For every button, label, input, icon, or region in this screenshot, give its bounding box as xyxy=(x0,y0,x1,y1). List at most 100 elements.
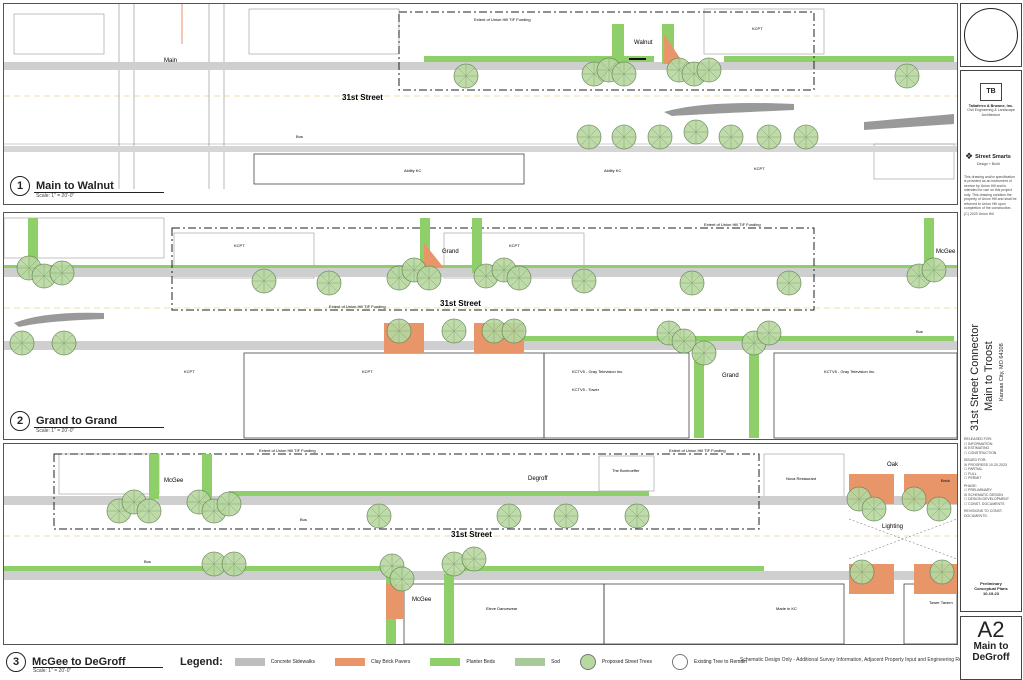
project-location: Kansas City, MO 64108 xyxy=(999,343,1005,401)
project-subtitle: Main to Troost xyxy=(983,341,995,411)
building-label-ability-kc: Ability KC xyxy=(604,168,621,173)
preliminary-stamp: Preliminary Conceptual Plans 10-19-23 xyxy=(974,581,1008,596)
copyright-text: (C) 2023 Union Hill xyxy=(964,211,994,216)
lighting-label: Lighting xyxy=(882,524,903,530)
building-label-bonhoeffer: The Bonhoeffer xyxy=(612,468,640,473)
building-label-ability-kc: Ability KC xyxy=(404,168,421,173)
disclaimer-text: This drawing and/or specification is pro… xyxy=(964,174,1017,211)
building-label-tower-tavern: Tower Tavern xyxy=(929,600,953,605)
legend-label: Proposed Street Trees xyxy=(601,659,652,665)
building-label-kcpt: KCPT xyxy=(234,243,245,248)
schematic-note: Schematic Design Only - Additional Surve… xyxy=(740,657,978,663)
tif-extent-label: Extent of Union Hill TIF Funding xyxy=(669,448,726,453)
street-name-mcgee: McGee xyxy=(412,597,432,603)
legend: Legend: Concrete Sidewalks Clay Brick Pa… xyxy=(180,654,747,670)
legend-label: Clay Brick Pavers xyxy=(370,659,411,665)
panel-scale: Scale: 1" = 20'-0" xyxy=(33,668,72,674)
issue-item: ☒ PROGRESS 10-20-2023 xyxy=(964,462,1007,467)
building-label-eleve: Eleve Dancewear xyxy=(486,606,518,611)
release-item: ☒ ESTIMATING xyxy=(964,446,990,450)
revisions-heading: REVISIONS TO CONST. DOCUMENTS: xyxy=(964,509,1003,518)
panel-title: McGee to DeGroff xyxy=(32,656,126,668)
project-title: 31st Street Connector xyxy=(969,323,981,431)
street-name-degroff: Degroff xyxy=(528,476,548,482)
sheet-title-line1: Main to xyxy=(973,641,1009,652)
release-info: RELEASED FOR: ☐ INFORMATION ☒ ESTIMATING… xyxy=(964,437,1018,518)
panel-title-block: 1 Main to Walnut xyxy=(10,176,114,196)
partner-name: Street Smarts xyxy=(975,153,1011,160)
phase-item: ☐ PRELIMINARY xyxy=(964,488,992,492)
bus-stop-label: Bus xyxy=(300,517,307,522)
street-name-main: Main xyxy=(164,58,177,64)
building-label-kcpt: KCPT xyxy=(509,243,520,248)
firm-logo-icon: TB xyxy=(980,83,1002,101)
tif-extent-label: Extent of Union Hill TIF Funding xyxy=(259,448,316,453)
building-label-nova: Nova Restaurant xyxy=(786,476,817,481)
panel-title: Main to Walnut xyxy=(36,180,114,192)
site-plan-drawing: 31st Street Main Walnut Extent of Union … xyxy=(4,4,957,189)
released-for-heading: RELEASED FOR: xyxy=(964,437,993,441)
building-label-kcpt: KCPT xyxy=(184,369,195,374)
building-label-kctv5-tower: KCTV5 - Tower xyxy=(572,387,600,392)
street-name-31st: 31st Street xyxy=(342,93,383,102)
partner-subtitle: Design + Build xyxy=(977,162,1000,166)
sheet-title-line2: DeGroff xyxy=(972,652,1010,663)
legend-label: Sod xyxy=(551,659,560,665)
release-item: ☐ CONSTRUCTION xyxy=(964,450,997,455)
street-name-31st: 31st Street xyxy=(451,530,492,539)
street-name-31st: 31st Street xyxy=(440,299,481,308)
tif-extent-label: Extent of Union Hill TIF Funding xyxy=(474,17,531,22)
street-name-mcgee: McGee xyxy=(164,478,184,484)
plan-panel-grand-to-grand: 31st Street Grand Grand McGee Extent of … xyxy=(3,212,958,440)
street-name-mcgee: McGee xyxy=(936,249,956,255)
tif-extent-label: Extent of Union Hill TIF Funding xyxy=(704,222,761,227)
panel-scale: Scale: 1" = 20'-0" xyxy=(36,428,75,434)
building-label-kctv5: KCTV5 - Gray Television Inc. xyxy=(572,369,623,374)
plan-panel-mcgee-to-degroff: 31st Street McGee McGee Degroff Oak Ligh… xyxy=(3,443,958,645)
brick-label: Brick xyxy=(941,478,950,483)
street-name-grand: Grand xyxy=(442,249,459,255)
building-label-kcpt: KCPT xyxy=(362,369,373,374)
legend-swatch-sod xyxy=(515,658,546,666)
legend-label: Planter Beds xyxy=(466,659,496,665)
building-label-made-in-kc: Made in KC xyxy=(776,606,797,611)
street-name-oak: Oak xyxy=(887,462,899,468)
phase-item: ☐ DESIGN DEVELOPMENT xyxy=(964,497,1009,501)
site-plan-drawing: 31st Street Grand Grand McGee Extent of … xyxy=(4,217,957,439)
phase-item: ☒ SCHEMATIC DESIGN xyxy=(964,492,1003,497)
firm-name: Taliaferro & Browne, Inc. xyxy=(968,104,1014,108)
phase-heading: PHASE: xyxy=(964,483,977,488)
issue-item: ☐ PARTIAL xyxy=(964,467,983,471)
existing-tree-icon xyxy=(672,654,688,670)
panel-number: 3 xyxy=(6,652,26,672)
sheet-number: A2 xyxy=(977,617,1005,642)
legend-swatch-concrete xyxy=(234,658,265,666)
site-plan-drawing: 31st Street McGee McGee Degroff Oak Ligh… xyxy=(4,448,957,644)
issued-for-heading: ISSUED FOR: xyxy=(964,458,987,462)
legend-label: Concrete Sidewalks xyxy=(270,659,315,665)
plan-panel-main-to-walnut: 31st Street Main Walnut Extent of Union … xyxy=(3,3,958,205)
partner-logo: ❖ Street Smarts xyxy=(965,151,1021,162)
legend-swatch-planter xyxy=(430,658,461,666)
title-block: TB Taliaferro & Browne, Inc. Civil Engin… xyxy=(960,70,1022,612)
phase-item: ☐ CONST. DOCUMENTS xyxy=(964,501,1005,506)
proposed-tree-icon xyxy=(579,654,596,670)
panel-title-block: 2 Grand to Grand xyxy=(10,411,117,431)
panel-scale: Scale: 1" = 20'-0" xyxy=(36,193,75,199)
street-name-grand: Grand xyxy=(722,373,739,379)
bus-stop-label: Bus xyxy=(144,559,151,564)
bus-stop-label: Bus xyxy=(916,329,923,334)
building-label-kcpt: KCPT xyxy=(754,166,765,171)
north-arrow-circle xyxy=(960,3,1022,67)
release-item: ☐ INFORMATION xyxy=(964,441,993,446)
building-label-kcpt: KCPT xyxy=(752,26,763,31)
firm-subtitle: Civil Engineering & Landscape Architectu… xyxy=(967,108,1015,117)
street-name-walnut: Walnut xyxy=(634,40,653,46)
legend-label: Existing Tree to Remain xyxy=(694,659,748,665)
panel-title: Grand to Grand xyxy=(36,415,118,427)
legend-swatch-brick xyxy=(334,658,365,666)
panel-number: 1 xyxy=(10,176,30,196)
building-label-kctv5: KCTV5 - Gray Television Inc. xyxy=(824,369,875,374)
tif-extent-label: Extent of Union Hill TIF Funding xyxy=(329,304,386,309)
legend-title: Legend: xyxy=(180,656,223,668)
